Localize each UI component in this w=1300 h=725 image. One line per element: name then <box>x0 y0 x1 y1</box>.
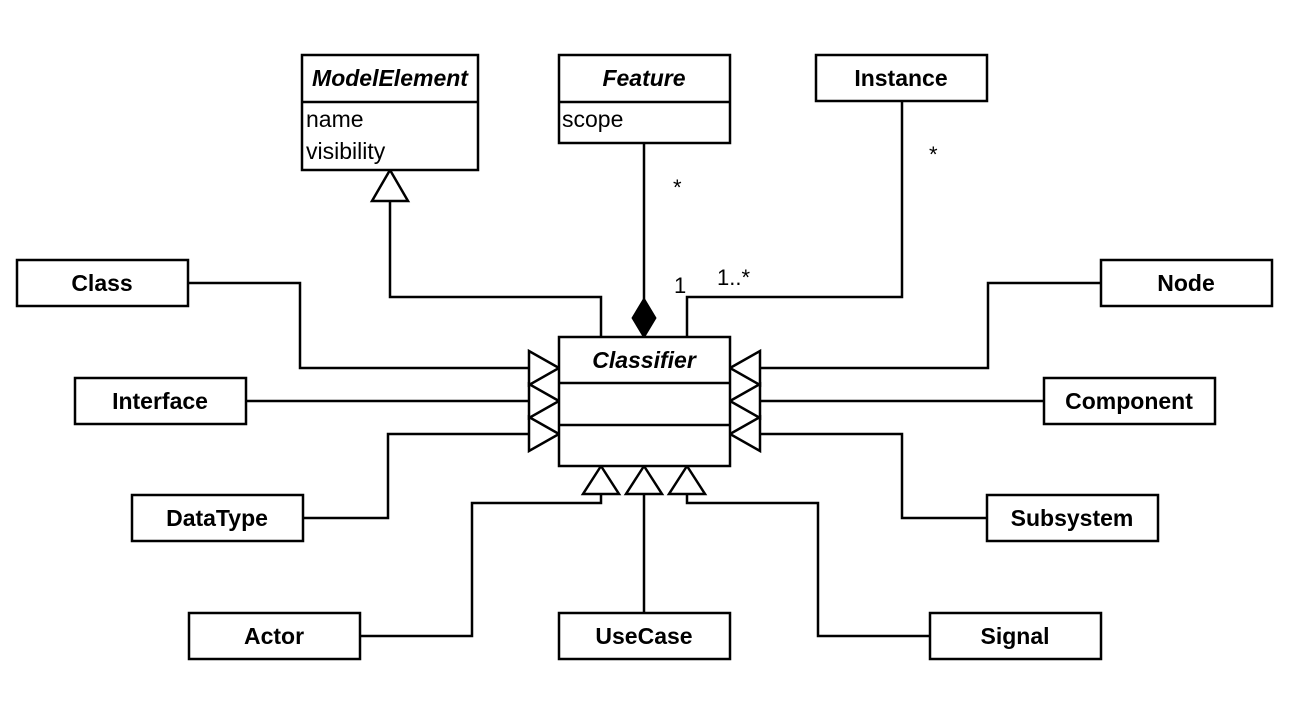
subsystem-class-box: Subsystem <box>985 493 1160 543</box>
class-class-box: Class <box>15 258 190 308</box>
datatype-generalization-arrowhead <box>527 414 562 454</box>
node-generalization-line <box>760 281 1101 370</box>
classifier-class-box: Classifier <box>557 335 732 468</box>
datatype-class-box: DataType <box>130 493 305 543</box>
actor-generalization-line <box>360 494 603 638</box>
feature-multiplicity-label: * <box>673 175 682 200</box>
actor-class-name: Actor <box>244 623 304 649</box>
signal-generalization-arrowhead <box>666 463 708 496</box>
component-generalization-arrowhead <box>727 381 762 421</box>
usecase-class-box: UseCase <box>557 611 732 661</box>
actor-class-box: Actor <box>187 611 362 661</box>
signal-class-box: Signal <box>928 611 1103 661</box>
usecase-generalization-arrowhead <box>623 463 665 496</box>
actor-generalization-arrowhead <box>580 463 622 496</box>
interface-generalization-arrowhead <box>527 381 562 421</box>
datatype-class-name: DataType <box>166 505 268 531</box>
datatype-generalization-line <box>302 432 529 520</box>
component-class-box: Component <box>1042 376 1217 426</box>
modelelement-attribute-visibility: visibility <box>306 138 386 164</box>
feature-class-name: Feature <box>602 65 685 91</box>
modelelement-class-name: ModelElement <box>312 65 469 91</box>
feature-class-box: Feature scope <box>557 53 732 145</box>
classifier-class-name: Classifier <box>592 347 697 373</box>
classifier-to-modelelement-line <box>388 201 603 337</box>
signal-class-name: Signal <box>980 623 1049 649</box>
modelelement-attribute-name: name <box>306 106 364 132</box>
node-generalization-arrowhead <box>727 348 762 388</box>
component-class-name: Component <box>1065 388 1193 414</box>
class-generalization-arrowhead <box>527 348 562 388</box>
feature-classifier-multiplicity-label: 1 <box>674 273 686 298</box>
generalization-arrowheads <box>369 167 762 496</box>
connectors <box>188 101 1101 638</box>
class-generalization-line <box>188 281 529 370</box>
composition-diamond <box>631 297 657 339</box>
instance-class-box: Instance <box>814 53 989 103</box>
interface-class-name: Interface <box>112 388 208 414</box>
interface-class-box: Interface <box>73 376 248 426</box>
subsystem-generalization-arrowhead <box>727 414 762 454</box>
instance-association-line <box>685 101 904 337</box>
modelelement-class-box: ModelElement name visibility <box>300 53 480 172</box>
instance-class-name: Instance <box>854 65 947 91</box>
usecase-class-name: UseCase <box>595 623 692 649</box>
subsystem-class-name: Subsystem <box>1011 505 1134 531</box>
instance-multiplicity-label: * <box>929 142 938 167</box>
instance-classifier-multiplicity-label: 1..* <box>717 265 750 290</box>
feature-attribute-scope: scope <box>562 106 623 132</box>
node-class-name: Node <box>1157 270 1215 296</box>
signal-generalization-line <box>685 494 930 638</box>
class-class-name: Class <box>71 270 132 296</box>
node-class-box: Node <box>1099 258 1274 308</box>
subsystem-generalization-line <box>760 432 987 520</box>
modelelement-generalization-arrowhead <box>369 167 411 203</box>
